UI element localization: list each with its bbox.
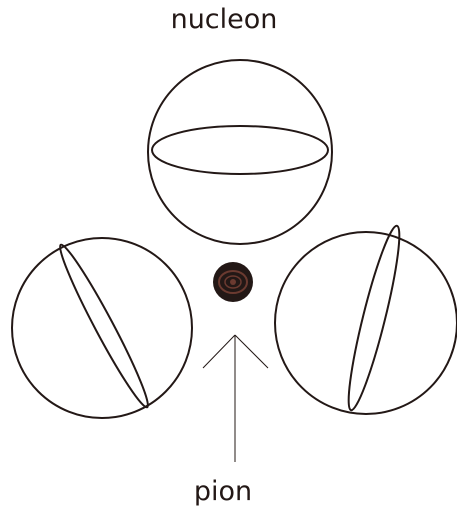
sphere-right-outline — [275, 232, 457, 414]
pion-pointer — [203, 335, 268, 462]
sphere-top-outline — [148, 60, 332, 244]
nucleon-label: nucleon — [171, 4, 278, 35]
sphere-left — [12, 238, 192, 418]
sphere-top — [148, 60, 332, 244]
sphere-right-equator — [340, 223, 407, 413]
pion-particle — [213, 262, 253, 302]
sphere-left-outline — [12, 238, 192, 418]
pion-label: pion — [194, 476, 252, 506]
sphere-left-equator — [53, 241, 155, 412]
sphere-right — [275, 223, 457, 414]
sphere-top-equator — [152, 126, 328, 174]
